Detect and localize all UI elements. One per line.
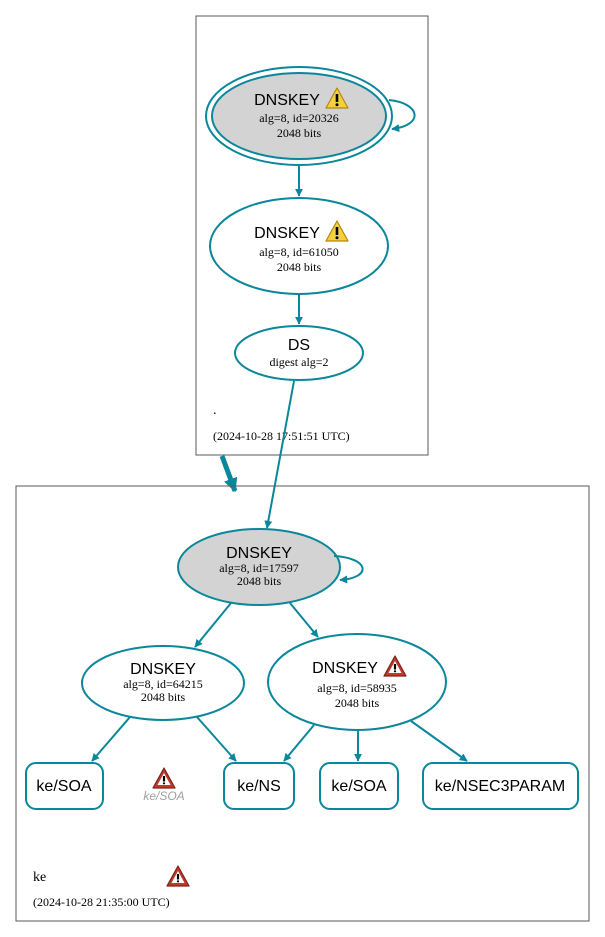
ke-ksk-node[interactable]: DNSKEY alg=8, id=17597 2048 bits: [177, 528, 341, 606]
rrset-ns-label: ke/NS: [237, 778, 281, 795]
root-ksk-title: DNSKEY: [254, 92, 320, 109]
root-zone-timestamp: (2024-10-28 17:51:51 UTC): [213, 429, 350, 443]
yellow-warning-icon: [325, 87, 349, 109]
ghost-rrset-soa[interactable]: ke/SOA: [143, 767, 185, 803]
rrset-soa-1[interactable]: ke/SOA: [25, 762, 104, 810]
ds-to-ke-ksk-edge: [264, 380, 295, 529]
zsk1-to-ns-edge: [196, 716, 237, 762]
zsk2-to-nsec3param-edge: [410, 720, 468, 762]
ke-zsk1-title: DNSKEY: [130, 661, 196, 678]
ke-zsk2-node[interactable]: DNSKEY alg=8, id=58935 2048 bits: [267, 633, 447, 731]
root-zone-box: [195, 15, 429, 456]
ke-ksk-self-edge: [333, 555, 364, 584]
rrset-soa-2[interactable]: ke/SOA: [319, 762, 399, 810]
root-ksk-line2: 2048 bits: [277, 126, 322, 140]
root-zsk-line1: alg=8, id=61050: [259, 245, 339, 259]
rrset-soa-2-label: ke/SOA: [331, 778, 386, 795]
rrset-nsec3param[interactable]: ke/NSEC3PARAM: [422, 762, 579, 810]
ke-ksk-to-zsk2-edge: [289, 602, 319, 638]
red-warning-icon: [166, 865, 190, 887]
root-zsk-line2: 2048 bits: [277, 260, 322, 274]
root-ds-node[interactable]: DS digest alg=2: [234, 325, 364, 381]
rrset-ns[interactable]: ke/NS: [223, 762, 295, 810]
root-zsk-title: DNSKEY: [254, 225, 320, 242]
root-zone-name: .: [213, 403, 217, 418]
ke-zsk1-node[interactable]: DNSKEY alg=8, id=64215 2048 bits: [81, 645, 245, 721]
ke-zsk2-line1: alg=8, id=58935: [317, 681, 397, 695]
root-ksk-self-edge: [388, 99, 416, 133]
root-ds-line1: digest alg=2: [269, 355, 328, 369]
zsk2-to-ns-edge: [283, 724, 315, 762]
ke-zsk2-title: DNSKEY: [312, 660, 378, 677]
ke-ksk-to-zsk1-edge: [194, 602, 232, 648]
yellow-warning-icon: [325, 220, 349, 242]
root-ksk-line1: alg=8, id=20326: [259, 111, 339, 125]
root-ds-title: DS: [288, 337, 310, 354]
red-warning-icon: [152, 767, 176, 789]
ke-zsk1-line2: 2048 bits: [141, 690, 186, 704]
root-zsk-node[interactable]: DNSKEY alg=8, id=61050 2048 bits: [209, 197, 389, 295]
ke-zsk2-line2: 2048 bits: [335, 696, 380, 710]
ke-zone-box: [15, 485, 590, 922]
ke-ksk-line1: alg=8, id=17597: [219, 561, 299, 575]
ke-zone-name: ke: [33, 870, 46, 885]
ke-zone-timestamp: (2024-10-28 21:35:00 UTC): [33, 895, 170, 909]
root-ksk-node[interactable]: DNSKEY alg=8, id=20326 2048 bits: [205, 66, 393, 166]
ghost-rrset-soa-label: ke/SOA: [143, 789, 184, 803]
delegation-edge: [219, 455, 238, 493]
ke-ksk-title: DNSKEY: [226, 545, 292, 562]
red-warning-icon: [383, 655, 407, 677]
ke-ksk-line2: 2048 bits: [237, 574, 282, 588]
rrset-nsec3param-label: ke/NSEC3PARAM: [435, 778, 565, 795]
ke-zsk1-line1: alg=8, id=64215: [123, 677, 203, 691]
zsk1-to-soa-edge: [91, 716, 131, 762]
rrset-soa-1-label: ke/SOA: [36, 778, 91, 795]
